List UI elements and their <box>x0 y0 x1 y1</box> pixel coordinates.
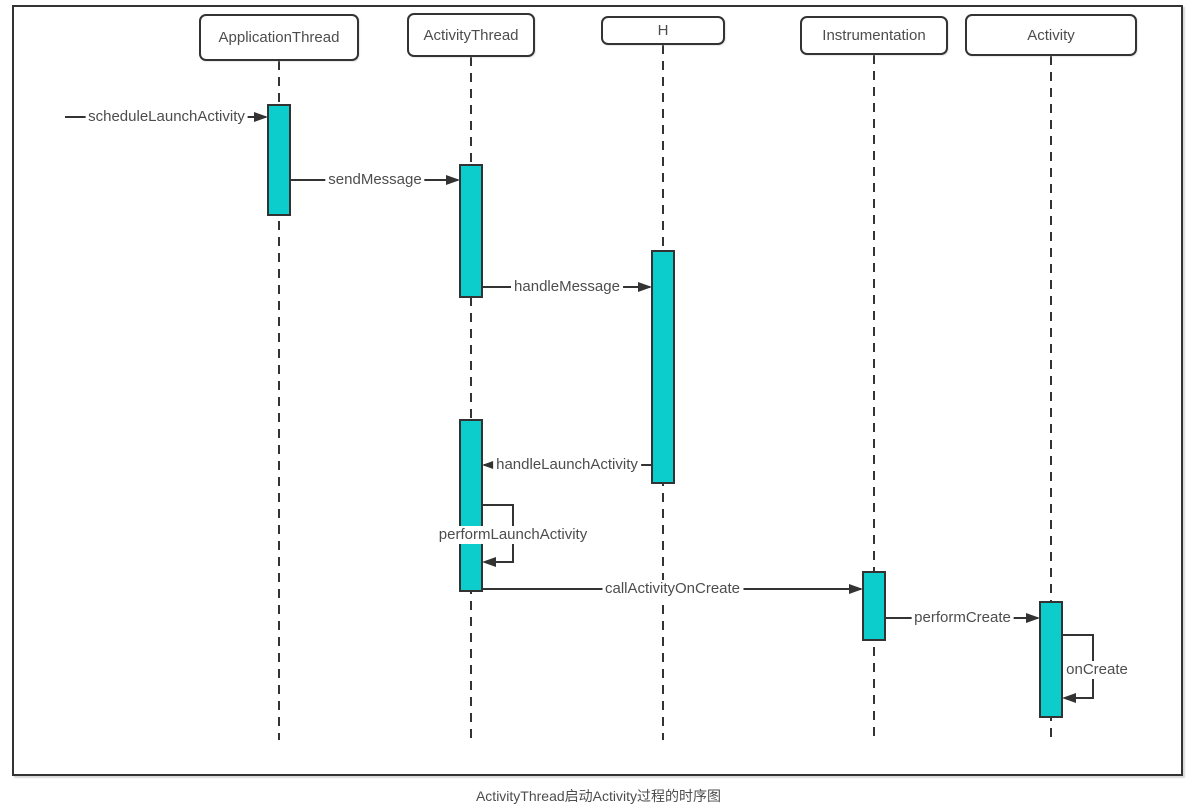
activation-bar-activity-thread <box>459 419 483 592</box>
activation-bar-h <box>651 250 675 484</box>
message-handlemessage-arrowhead-icon <box>638 282 652 292</box>
participant-box-activity-thread: ActivityThread <box>407 13 535 57</box>
participant-box-application-thread: ApplicationThread <box>199 14 359 61</box>
activation-bar-activity-thread <box>459 164 483 298</box>
message-handlelaunchactivity-arrowhead-icon <box>482 460 496 470</box>
message-callactivityoncreate-label: callActivityOnCreate <box>601 580 744 598</box>
message-sendmessage-arrowhead-icon <box>446 175 460 185</box>
diagram-caption: ActivityThread启动Activity过程的时序图 <box>475 788 722 804</box>
message-schedulelaunchactivity-label: scheduleLaunchActivity <box>85 108 248 126</box>
participant-label-activity-thread: ActivityThread <box>423 26 519 44</box>
message-performcreate-label: performCreate <box>911 609 1014 627</box>
participant-label-instrumentation: Instrumentation <box>822 27 926 44</box>
message-callactivityoncreate-arrowhead-icon <box>849 584 863 594</box>
message-schedulelaunchactivity-arrowhead-icon <box>254 112 268 122</box>
participant-label-application-thread: ApplicationThread <box>218 29 340 46</box>
message-handlelaunchactivity-label: handleLaunchActivity <box>493 456 641 474</box>
message-oncreate-arrowhead-icon <box>1062 693 1076 703</box>
participant-box-h: H <box>601 16 725 45</box>
message-sendmessage-label: sendMessage <box>325 171 425 189</box>
message-performlaunchactivity-label: performLaunchActivity <box>435 526 591 544</box>
message-handlemessage-label: handleMessage <box>511 278 623 296</box>
activation-bar-activity <box>1039 601 1063 718</box>
participant-box-activity: Activity <box>965 14 1137 56</box>
diagram-border <box>12 5 1183 776</box>
message-oncreate-label: onCreate <box>1063 661 1131 679</box>
activation-bar-application-thread <box>267 104 291 216</box>
message-performlaunchactivity-arrowhead-icon <box>482 557 496 567</box>
participant-label-h: H <box>657 22 669 39</box>
participant-box-instrumentation: Instrumentation <box>800 16 948 55</box>
message-performcreate-arrowhead-icon <box>1026 613 1040 623</box>
activation-bar-instrumentation <box>862 571 886 641</box>
participant-label-activity: Activity <box>1027 26 1075 44</box>
